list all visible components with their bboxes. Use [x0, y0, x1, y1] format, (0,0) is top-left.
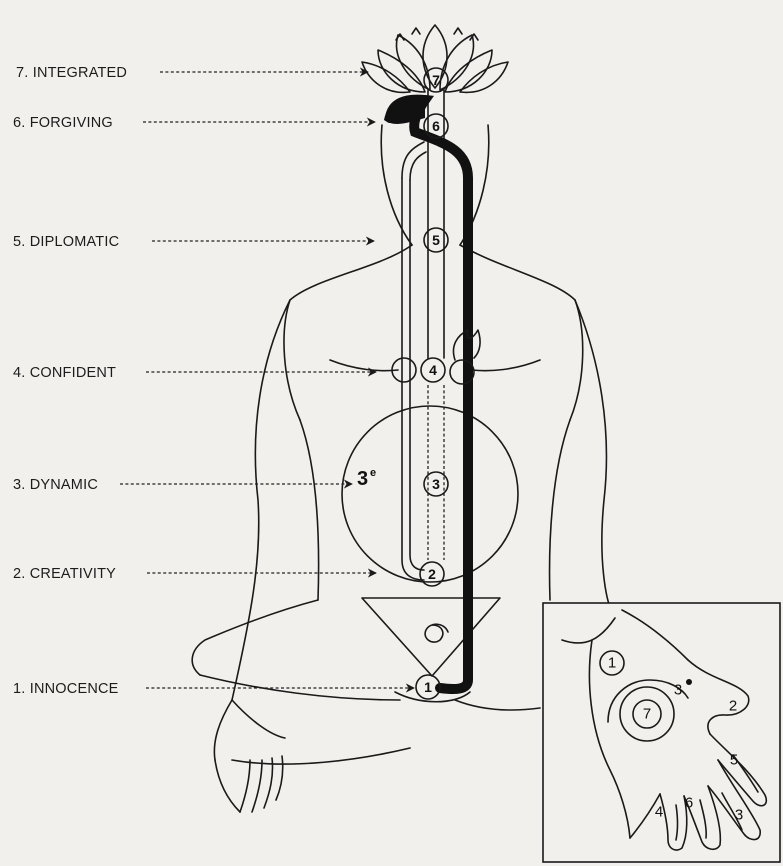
hand-label-2: 2	[729, 698, 737, 715]
chakra-3-number: 3	[432, 476, 440, 492]
hand-label-3: 3	[735, 807, 743, 824]
sacrum-triangle	[362, 598, 500, 676]
label-creativity: 2. CREATIVITY	[13, 566, 376, 582]
svg-text:3. DYNAMIC: 3. DYNAMIC	[13, 477, 98, 493]
hand-label-5: 5	[730, 752, 738, 769]
label-confident: 4. CONFIDENT	[13, 365, 376, 381]
label-integrated: 7. INTEGRATED	[16, 65, 368, 81]
void-dot	[686, 679, 692, 685]
hand-label-7: 7	[643, 706, 651, 723]
void-marker: 3 e	[357, 467, 376, 490]
svg-text:6. FORGIVING: 6. FORGIVING	[13, 115, 113, 131]
hand-label-3e: 3	[674, 682, 682, 699]
svg-text:e: e	[370, 467, 376, 479]
svg-text:5. DIPLOMATIC: 5. DIPLOMATIC	[13, 234, 119, 250]
svg-text:1. INNOCENCE: 1. INNOCENCE	[13, 681, 119, 697]
kundalini-spiral-icon	[425, 624, 448, 642]
chakra-1-number: 1	[424, 679, 432, 695]
svg-text:4. CONFIDENT: 4. CONFIDENT	[13, 365, 116, 381]
left-channel	[402, 142, 426, 580]
chakra-5-number: 5	[432, 232, 440, 248]
forehead-blackmark	[384, 95, 425, 124]
chakra-7-number: 7	[432, 72, 440, 88]
hand-label-6: 6	[685, 795, 693, 812]
chakra-4: 4	[421, 358, 445, 382]
label-innocence: 1. INNOCENCE	[13, 681, 414, 697]
label-dynamic: 3. DYNAMIC	[13, 477, 352, 493]
chakra-2-number: 2	[428, 566, 436, 582]
hand-inset: 1 7 3 2 5 4 6 3	[543, 603, 780, 862]
svg-text:7. INTEGRATED: 7. INTEGRATED	[16, 65, 127, 81]
svg-text:2. CREATIVITY: 2. CREATIVITY	[13, 566, 116, 582]
svg-text:3: 3	[357, 468, 368, 490]
hand-label-1: 1	[608, 655, 616, 672]
hand-label-4: 4	[655, 804, 663, 821]
label-forgiving: 6. FORGIVING	[13, 115, 375, 131]
chakra-4-number: 4	[429, 362, 437, 378]
chakra-6-number: 6	[432, 118, 440, 134]
chakra-7: 7	[424, 68, 448, 92]
label-diplomatic: 5. DIPLOMATIC	[13, 234, 374, 250]
